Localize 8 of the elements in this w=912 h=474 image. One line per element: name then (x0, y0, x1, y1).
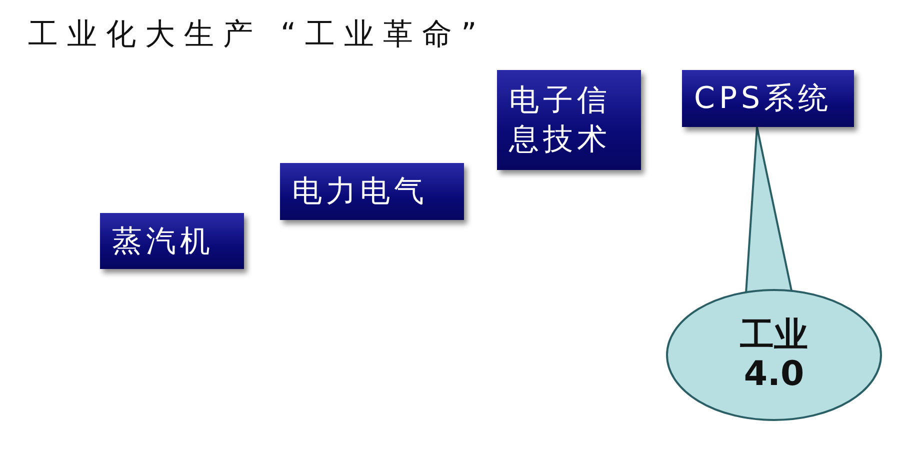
callout-text: 4.0 (744, 355, 804, 394)
stage-box: 电子信息技术 (497, 70, 641, 170)
stage-box: 蒸汽机 (100, 213, 244, 269)
stage-box: CPS系统 (682, 70, 854, 127)
title: 工业化大生产 “工业革命” (28, 16, 486, 54)
stage-box: 电力电气 (280, 163, 464, 220)
callout-pointer (744, 126, 794, 294)
callout-text: 工业 (740, 316, 808, 355)
